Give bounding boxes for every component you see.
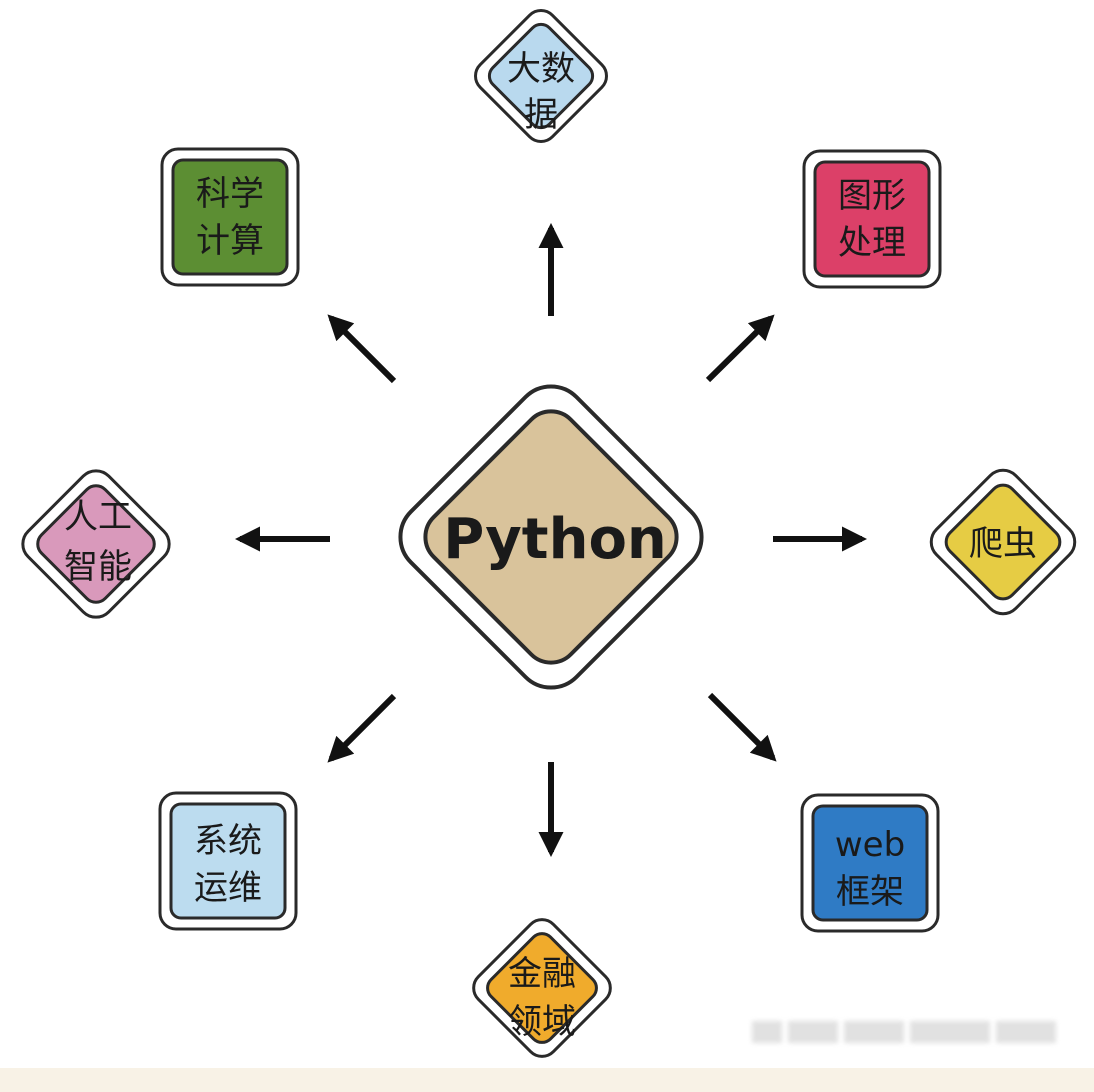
center-python-node: Python: [398, 384, 704, 690]
node-sys-ops-label-line2: 运维: [194, 868, 262, 908]
arrow-to-graphics: [705, 314, 775, 383]
node-graphics-label-line1: 图形: [838, 176, 906, 216]
node-ai: 人工 智能: [21, 469, 171, 619]
node-web-framework: web 框架: [800, 793, 940, 933]
node-sci-compute-label-line2: 计算: [196, 221, 264, 261]
node-sys-ops-label-line1: 系统: [194, 821, 262, 861]
node-crawler-label-line1: 爬虫: [969, 524, 1037, 564]
watermark-logo-icon: [752, 1012, 1092, 1052]
node-big-data-label-line2: 据: [524, 95, 558, 135]
node-ai-label-line2: 智能: [64, 547, 132, 587]
center-label: Python: [443, 507, 667, 572]
node-web-framework-label-line2: 框架: [836, 872, 904, 912]
footer-strip: [0, 1068, 1094, 1092]
arrow-to-web-framework: [707, 692, 777, 762]
node-finance-label-line2: 领域: [508, 1002, 576, 1042]
node-crawler: 爬虫: [929, 468, 1077, 616]
node-finance-label-line1: 金融: [508, 954, 576, 994]
arrow-to-sci-compute: [327, 314, 397, 384]
node-graphics-label-line2: 处理: [838, 223, 906, 263]
node-graphics: 图形 处理: [802, 149, 942, 289]
node-finance: 金融 领域: [472, 918, 612, 1058]
node-sys-ops: 系统 运维: [158, 791, 298, 931]
node-big-data-label-line1: 大数: [507, 49, 575, 89]
node-web-framework-label-line1: web: [835, 825, 905, 865]
arrows: [234, 222, 868, 858]
node-big-data: 大数 据: [474, 9, 608, 143]
arrow-to-sys-ops: [327, 693, 397, 763]
node-ai-label-line1: 人工: [64, 497, 132, 537]
node-sci-compute-label-line1: 科学: [196, 174, 264, 214]
node-sci-compute: 科学 计算: [160, 147, 300, 287]
